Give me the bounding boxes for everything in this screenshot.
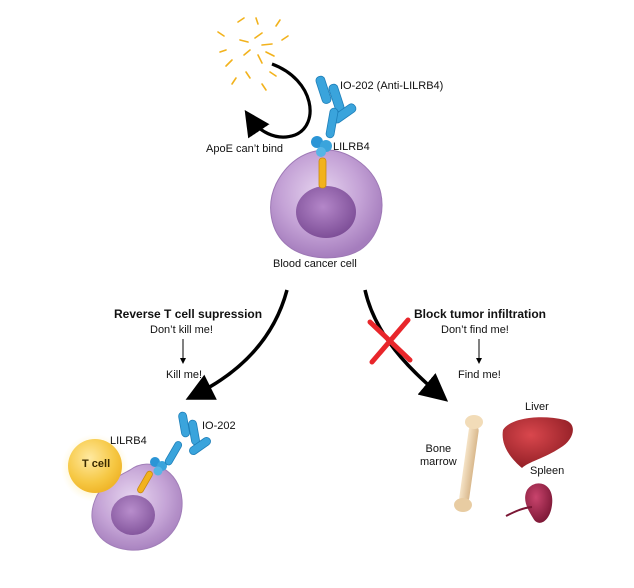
apoe-burst-icon bbox=[217, 17, 289, 91]
lilrb4-receptor-top bbox=[311, 136, 332, 189]
right-branch-title: Block tumor infiltration bbox=[414, 307, 546, 321]
t-cell-label: T cell bbox=[82, 458, 111, 470]
liver-label: Liver bbox=[525, 401, 549, 413]
right-before-text: Don’t find me! bbox=[441, 324, 509, 336]
left-before-text: Don’t kill me! bbox=[150, 324, 213, 336]
apoe-deflect-arrow bbox=[244, 62, 312, 139]
spleen-label: Spleen bbox=[530, 465, 565, 477]
io-202-bottom-label: IO-202 bbox=[202, 420, 236, 432]
t-cell bbox=[68, 439, 122, 493]
cell-label: Blood cancer cell bbox=[273, 258, 357, 270]
left-after-text: Kill me! bbox=[166, 369, 203, 381]
liver-icon bbox=[502, 417, 573, 468]
lilrb4-receptor-bottom bbox=[137, 457, 167, 494]
bone-icon bbox=[454, 415, 483, 512]
io-202-antibody-bottom bbox=[164, 411, 211, 466]
blood-cancer-cell bbox=[270, 149, 383, 259]
left-branch-title: Reverse T cell supression bbox=[114, 307, 263, 321]
right-branch-arrow bbox=[363, 289, 449, 402]
lilrb4-top-label: LILRB4 bbox=[333, 141, 370, 153]
block-x-icon bbox=[367, 317, 413, 365]
lilrb4-bottom-label: LILRB4 bbox=[110, 435, 147, 447]
left-branch-arrow bbox=[185, 289, 289, 400]
spleen-icon bbox=[505, 483, 553, 523]
bottom-cancer-cell bbox=[91, 463, 183, 551]
bone-marrow-label: Bone marrow bbox=[420, 443, 457, 468]
right-after-text: Find me! bbox=[458, 369, 501, 381]
io-202-top-label: IO-202 (Anti-LILRB4) bbox=[340, 80, 444, 92]
io-202-antibody-top bbox=[315, 75, 357, 139]
apoe-label: ApoE can’t bind bbox=[206, 143, 284, 155]
